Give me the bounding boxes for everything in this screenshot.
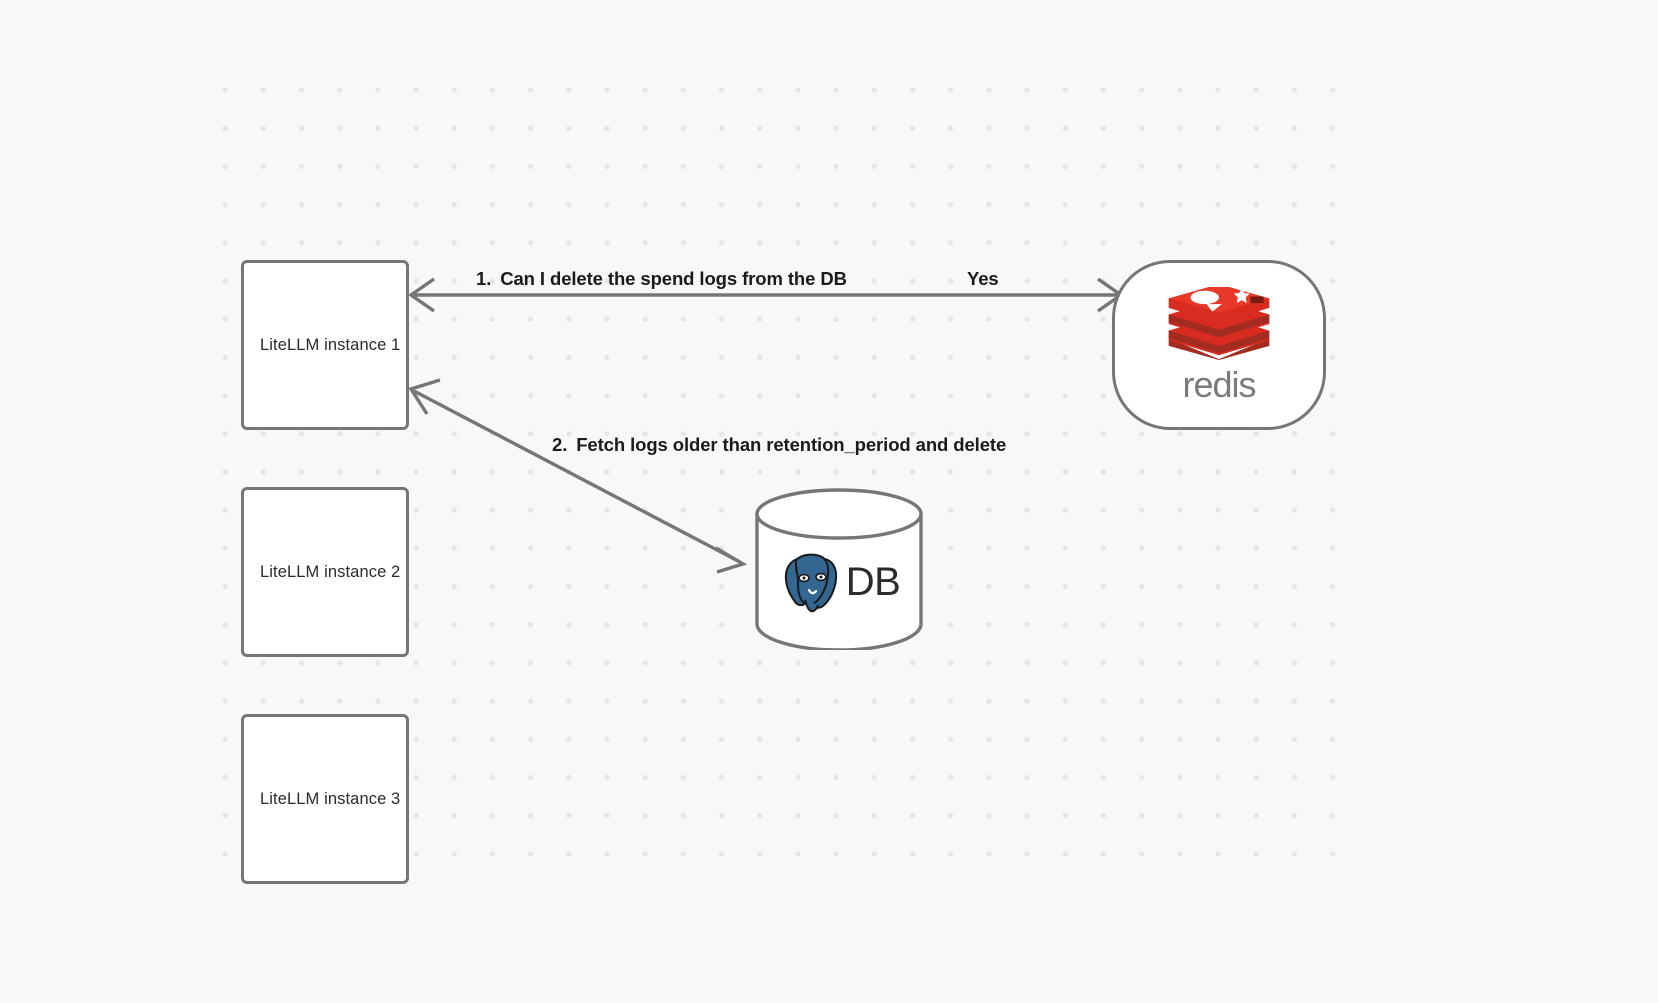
node-database[interactable]: DB (753, 488, 925, 650)
db-label: DB (845, 560, 901, 604)
node-litellm-instance-1[interactable]: LiteLLM instance 1 (241, 260, 409, 430)
node-litellm-instance-2[interactable]: LiteLLM instance 2 (241, 487, 409, 657)
arrowhead-upleft (408, 378, 441, 415)
edge-label-step-1-number: 1. (476, 268, 492, 289)
edge-label-step-1-text: Can I delete the spend logs from the DB (500, 268, 847, 289)
edge-label-step-2: 2. Fetch logs older than retention_period… (552, 434, 1006, 456)
arrowhead-downright (715, 546, 748, 574)
cylinder-shape (755, 488, 923, 650)
edge-label-step-1: 1. Can I delete the spend logs from the D… (476, 268, 847, 290)
node-litellm-instance-3[interactable]: LiteLLM instance 3 (241, 714, 409, 884)
node-litellm-instance-2-label: LiteLLM instance 2 (260, 562, 401, 581)
node-litellm-instance-3-label: LiteLLM instance 3 (260, 789, 401, 808)
node-litellm-instance-1-label: LiteLLM instance 1 (260, 335, 401, 354)
edge-litellm1-db (408, 378, 748, 574)
redis-logo-icon: redis (1159, 287, 1279, 403)
postgresql-elephant-icon (781, 553, 840, 613)
node-redis[interactable]: redis (1112, 260, 1326, 430)
edge-label-step-2-number: 2. (552, 434, 568, 455)
redis-wordmark: redis (1182, 364, 1256, 405)
redis-stack-icon (1168, 287, 1270, 361)
edge-label-step-1-reply: Yes (967, 268, 999, 289)
edge-label-step-2-text: Fetch logs older than retention_period a… (576, 434, 1007, 455)
arrowhead-left (408, 277, 435, 313)
